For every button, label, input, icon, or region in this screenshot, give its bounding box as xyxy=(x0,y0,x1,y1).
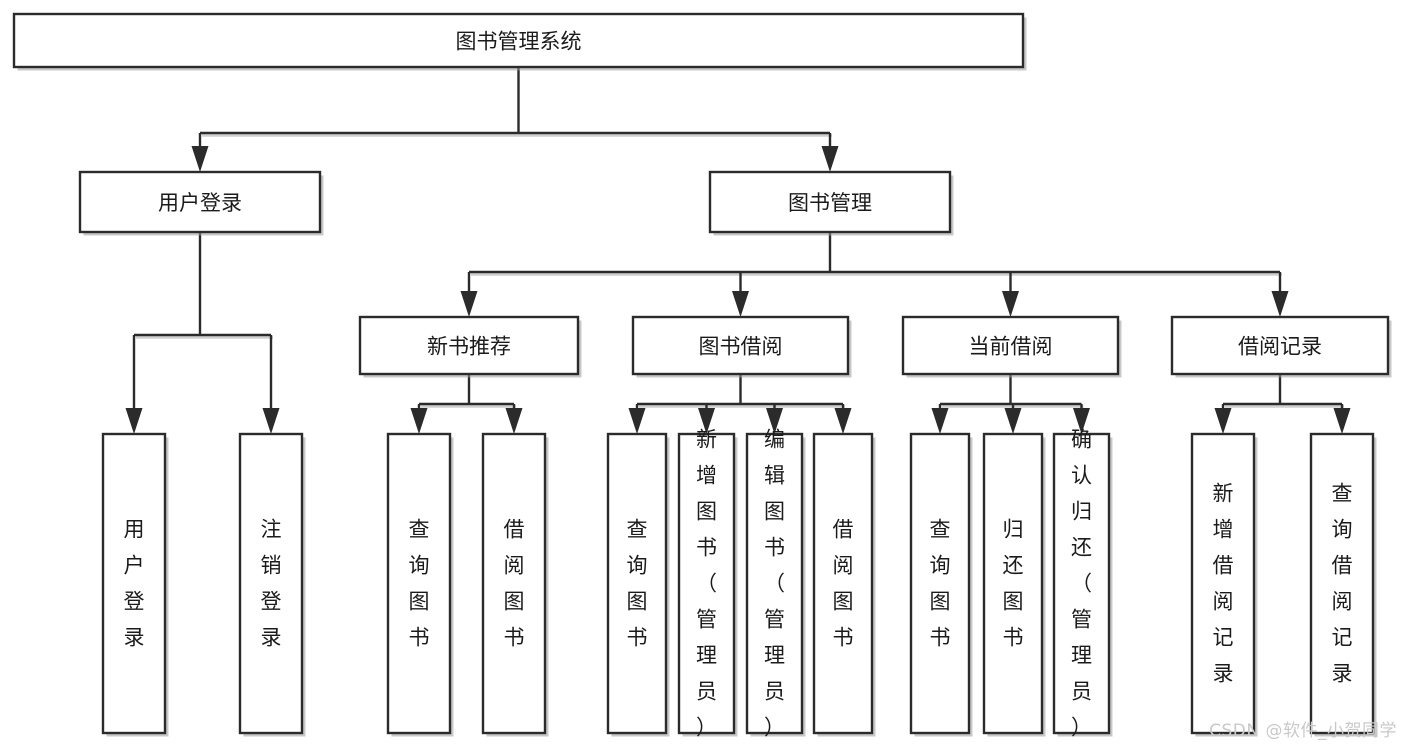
node-current[interactable]: 当前借阅 xyxy=(901,315,1122,378)
node-current-query[interactable]: 查询图书 xyxy=(909,432,973,737)
node-label: 新书推荐 xyxy=(427,335,511,359)
node-records[interactable]: 借阅记录 xyxy=(1170,315,1392,378)
node-label: 注销登录 xyxy=(261,518,282,650)
node-label: 当前借阅 xyxy=(969,335,1053,359)
node-label: 查询图书 xyxy=(627,518,648,650)
node-label: 确认归还（管理员） xyxy=(1071,428,1092,740)
node-current-confirm[interactable]: 确认归还（管理员） xyxy=(1052,428,1113,740)
node-label: 图书管理系统 xyxy=(456,30,582,54)
node-current-return[interactable]: 归还图书 xyxy=(982,432,1046,737)
node-login-user[interactable]: 用户登录 xyxy=(101,432,169,737)
node-bookmgmt[interactable]: 图书管理 xyxy=(708,170,954,236)
node-borrow-lend[interactable]: 借阅图书 xyxy=(812,432,876,737)
node-login-logout[interactable]: 注销登录 xyxy=(238,432,306,737)
node-label: 用户登录 xyxy=(124,518,145,650)
node-label: 借阅记录 xyxy=(1238,335,1322,359)
node-newbook-query[interactable]: 查询图书 xyxy=(386,432,454,737)
node-newbook-borrow[interactable]: 借阅图书 xyxy=(481,432,549,737)
node-borrow-query[interactable]: 查询图书 xyxy=(606,432,670,737)
node-newbook[interactable]: 新书推荐 xyxy=(358,315,582,378)
node-label: 查询图书 xyxy=(409,518,430,650)
node-label: 新增借阅记录 xyxy=(1213,482,1234,686)
edge-layer xyxy=(125,67,1351,434)
node-label: 新增图书（管理员） xyxy=(696,428,717,740)
node-login[interactable]: 用户登录 xyxy=(78,170,324,236)
node-label: 用户登录 xyxy=(158,191,242,215)
node-root[interactable]: 图书管理系统 xyxy=(12,12,1027,71)
node-borrow[interactable]: 图书借阅 xyxy=(631,315,852,378)
node-label: 借阅图书 xyxy=(504,518,525,650)
node-records-query[interactable]: 查询借阅记录 xyxy=(1309,432,1377,737)
node-records-add[interactable]: 新增借阅记录 xyxy=(1190,432,1258,737)
node-borrow-add[interactable]: 新增图书（管理员） xyxy=(677,428,738,740)
node-label: 图书借阅 xyxy=(699,335,783,359)
node-label: 编辑图书（管理员） xyxy=(764,428,785,740)
node-label: 查询借阅记录 xyxy=(1332,482,1353,686)
node-label: 借阅图书 xyxy=(833,518,854,650)
node-label: 查询图书 xyxy=(930,518,951,650)
node-layer: 图书管理系统用户登录图书管理用户登录注销登录新书推荐图书借阅当前借阅借阅记录查询… xyxy=(12,12,1392,740)
node-borrow-edit[interactable]: 编辑图书（管理员） xyxy=(745,428,806,740)
node-label: 归还图书 xyxy=(1003,518,1024,650)
node-label: 图书管理 xyxy=(788,191,872,215)
